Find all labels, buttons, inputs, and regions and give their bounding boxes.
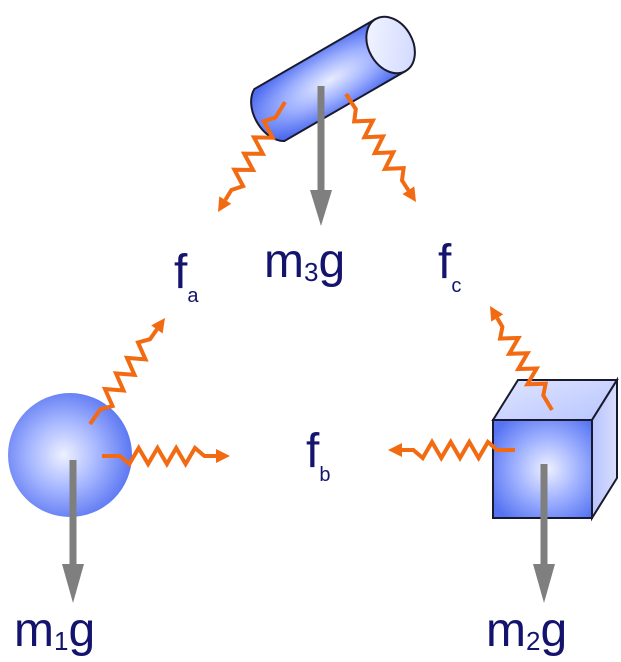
wave-sphere-to-fa-arrowhead — [151, 318, 165, 334]
label-fb: fb — [306, 425, 330, 486]
wave-cube-to-fc-arrowhead — [490, 306, 504, 322]
label-m3g: m3g — [264, 235, 345, 288]
sphere-object — [8, 393, 132, 517]
gravity-arrow-cube — [533, 464, 555, 603]
gravity-arrow-cylinder — [310, 86, 332, 226]
wave-cyl-to-fc-arrowhead — [402, 186, 416, 202]
wave-cube-to-fc — [495, 316, 554, 412]
cube-object — [491, 376, 619, 522]
wave-cyl-to-fa-arrowhead — [218, 196, 232, 212]
gravity-arrow-sphere — [62, 460, 84, 603]
wave-cube-to-fb-arrowhead — [388, 443, 402, 457]
wave-cyl-to-fc — [344, 92, 411, 192]
label-m1g: m1g — [14, 604, 95, 657]
cylinder-object — [250, 15, 416, 142]
wave-sphere-to-fb — [102, 444, 216, 468]
wave-cyl-to-fa — [223, 100, 287, 202]
wave-sphere-to-fa — [88, 328, 159, 426]
wave-sphere-to-fb-arrowhead — [216, 449, 230, 463]
force-waves — [88, 92, 554, 468]
label-m2g: m2g — [486, 604, 567, 657]
label-fa: fa — [174, 246, 199, 307]
label-fc: fc — [438, 236, 461, 297]
wave-cube-to-fb — [402, 438, 515, 462]
